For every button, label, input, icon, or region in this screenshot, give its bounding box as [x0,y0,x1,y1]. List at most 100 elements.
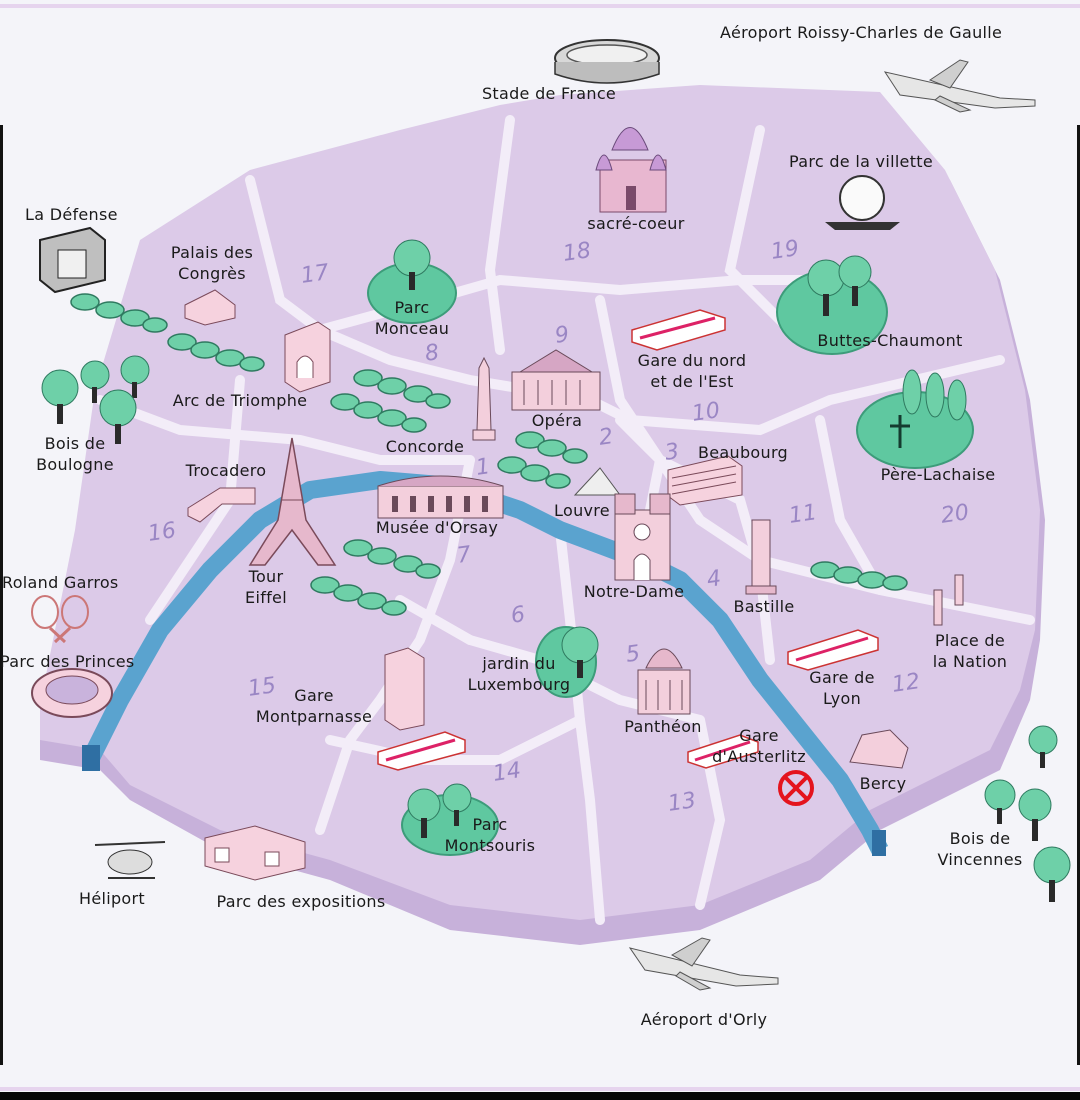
gare-de-lyon-train-icon [787,629,879,671]
label-arc-de-triomphe[interactable]: Arc de Triomphe [172,391,308,410]
buttes-chaumont-trees [807,255,872,316]
label-jardin-luxembourg[interactable]: jardin du Luxembourg [467,654,571,694]
left-border [0,125,3,1065]
trocadero-icon [187,487,256,523]
arc-de-triomphe-icon [284,321,331,393]
label-opera[interactable]: Opéra [531,411,583,430]
round-trees [41,239,1071,902]
label-gare-montparnasse[interactable]: Gare Montparnasse [255,686,373,726]
airplane-cdg-icon [883,59,1036,113]
airplane-orly-icon [628,937,779,991]
montparnasse-tower-icon [384,647,425,731]
label-parc-monceau[interactable]: Parc Monceau [374,298,450,338]
seine-river [81,471,889,855]
arrondissement-10: 10 [690,398,722,427]
sacre-coeur-icon [595,127,667,213]
label-notre-dame[interactable]: Notre-Dame [583,582,685,601]
label-gare-austerlitz[interactable]: Gare d'Austerlitz [712,726,806,766]
stade-de-france-icon [554,39,660,84]
pere-lachaise-cypress [890,369,967,448]
gare-du-nord-train-icon [631,309,726,351]
bastille-trees [810,561,908,591]
bois-de-vincennes-trees [984,725,1071,902]
nation-columns-icon [933,574,964,626]
concorde-obelisk-icon [472,356,496,441]
pantheon-icon [637,648,691,715]
parc-villette-geode-icon [825,175,900,230]
gare-montparnasse-train-icon [377,731,466,771]
right-border [1077,125,1080,1065]
label-parc-des-princes[interactable]: Parc des Princes [0,652,135,671]
label-beaubourg[interactable]: Beaubourg [697,443,789,462]
label-concorde[interactable]: Concorde [385,437,465,456]
musee-orsay-icon [377,475,504,519]
label-trocadero[interactable]: Trocadero [185,461,267,480]
palais-congres-icon [184,289,236,326]
label-roland-garros[interactable]: Roland Garros [2,573,119,592]
boulogne-tree-row-2 [167,333,265,372]
arrondissement-19: 19 [769,236,801,265]
parc-expositions-icon [204,825,306,881]
label-gare-du-nord[interactable]: Gare du nord et de l'Est [637,351,747,391]
concorde-trees-1 [353,369,451,409]
louvre-pyramid-icon [573,467,621,496]
label-gare-de-lyon[interactable]: Gare de Lyon [809,668,875,708]
luxembourg-tree [561,626,599,678]
arrondissement-13: 13 [666,788,698,817]
red-circle-x-icon[interactable] [778,770,814,806]
bois-de-boulogne-trees [41,355,150,444]
tree-rows [70,293,908,616]
la-defense-arch-icon [39,226,106,294]
champ-de-mars-trees-2 [310,576,407,616]
notre-dame-icon [614,493,671,581]
label-bastille[interactable]: Bastille [733,597,795,616]
label-louvre[interactable]: Louvre [554,501,610,520]
city-land [40,85,1040,920]
label-parc-expositions[interactable]: Parc des expositions [216,892,386,911]
parc-des-princes-stadium-icon [31,668,113,718]
parc-monceau-tree [393,239,431,290]
tennis-rackets-icon [31,595,89,644]
label-sacre-coeur[interactable]: sacré-coeur [587,214,685,233]
seine-west-end [82,745,100,771]
label-bois-de-vincennes[interactable]: Bois de Vincennes [937,829,1023,869]
label-parc-villette[interactable]: Parc de la villette [788,152,934,171]
label-musee-orsay[interactable]: Musée d'Orsay [375,518,499,537]
bercy-icon [849,729,909,769]
tuileries-trees-1 [515,431,588,464]
eiffel-tower-icon [248,437,337,566]
top-border [0,4,1080,8]
arrondissement-20: 20 [939,500,971,529]
bottom-border-dark [0,1092,1080,1100]
bottom-border-light [0,1087,1080,1091]
label-la-defense[interactable]: La Défense [25,205,118,224]
label-palais-congres[interactable]: Palais des Congrès [170,243,254,283]
label-aeroport-cdg[interactable]: Aéroport Roissy-Charles de Gaulle [720,23,1003,42]
heliport-helicopter-icon [94,841,166,879]
montsouris-trees [407,783,472,838]
seine-east-end [872,830,886,856]
arrondissement-14: 14 [491,758,523,787]
label-buttes-chaumont[interactable]: Buttes-Chaumont [817,331,963,350]
label-pantheon[interactable]: Panthéon [624,717,702,736]
label-heliport[interactable]: Héliport [79,889,145,908]
label-parc-montsouris[interactable]: Parc Montsouris [444,815,536,855]
arrondissement-16: 16 [146,518,178,547]
label-bercy[interactable]: Bercy [859,774,907,793]
label-pere-lachaise[interactable]: Père-Lachaise [880,465,996,484]
label-stade-de-france[interactable]: Stade de France [481,84,617,103]
tuileries-trees-2 [497,456,571,489]
arrondissement-11: 11 [787,500,819,529]
label-place-nation[interactable]: Place de la Nation [932,631,1008,671]
arrondissement-12: 12 [890,669,922,698]
label-aeroport-orly[interactable]: Aéroport d'Orly [640,1010,768,1029]
label-tour-eiffel[interactable]: Tour Eiffel [245,567,287,607]
bastille-column-icon [745,519,777,595]
arrondissement-17: 17 [299,260,331,289]
opera-icon [511,349,601,411]
boulogne-tree-row-1 [70,293,168,333]
arrondissement-18: 18 [561,238,593,267]
label-bois-de-boulogne[interactable]: Bois de Boulogne [36,434,114,474]
champ-de-mars-trees-1 [343,539,441,579]
